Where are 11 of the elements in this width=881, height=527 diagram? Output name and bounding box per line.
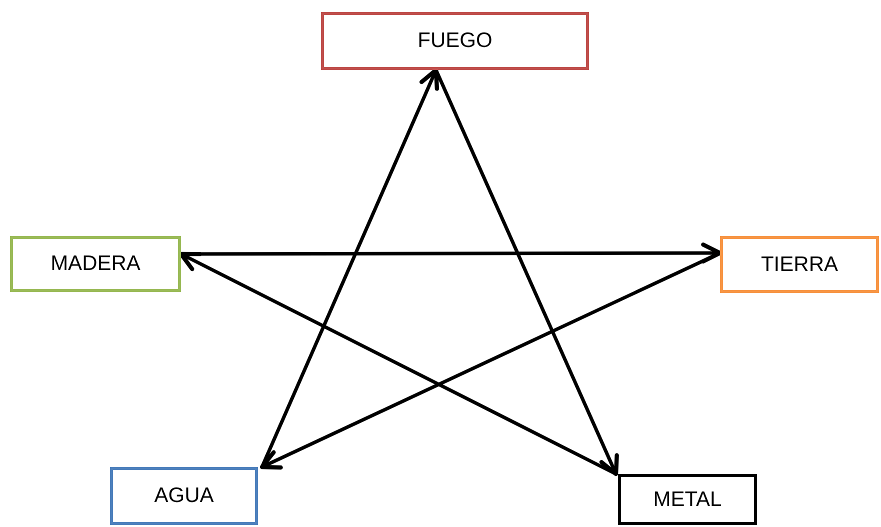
element-box [618,474,757,525]
element-label: METAL [653,486,722,513]
element-box [321,12,589,70]
element-box [720,236,879,293]
element-label: FUEGO [418,28,492,54]
element-label: MADERA [50,251,140,278]
element-label: TIERRA [760,252,838,278]
arrow [260,68,440,468]
element-box [10,236,181,292]
element-label: AGUA [154,483,214,510]
element-box [110,467,258,525]
